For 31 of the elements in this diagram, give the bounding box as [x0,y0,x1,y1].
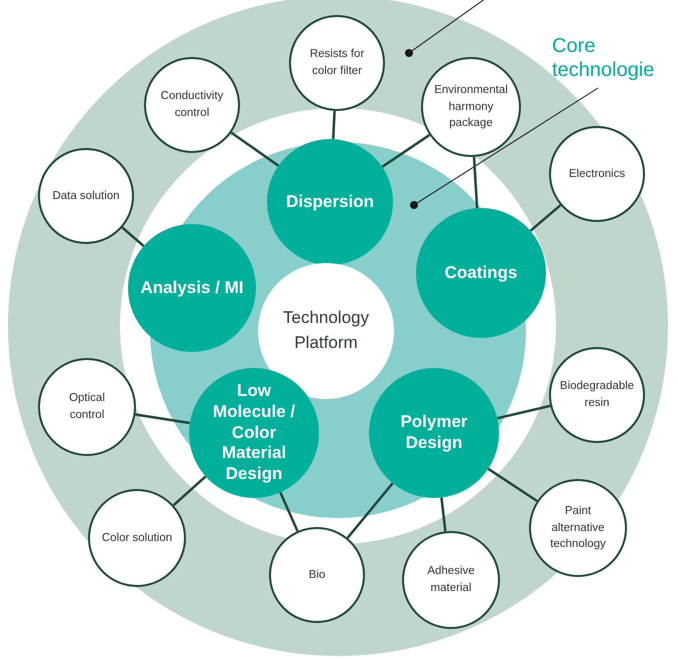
node-label: Polymer Design [399,412,469,454]
connector-line [530,204,562,232]
node-label: Technology Platform [282,307,370,354]
node-label: Adhesive material [426,564,476,596]
connector-line [172,475,206,506]
node-label: Paint alternative technology [549,504,607,552]
node-label: Conductivity control [160,89,224,121]
node-label: Electronics [568,166,626,182]
node-label: Dispersion [286,192,374,212]
node-label: Biodegradable resin [558,379,636,411]
connector-line [497,404,551,420]
node-label: Coatings [444,262,518,284]
node-label: Optical control [68,391,106,423]
node-label: Resists for color filter [308,47,366,79]
node-label: Low Molecule / Color Material Design [212,381,296,485]
connector-line [488,468,538,502]
connector-line [230,132,280,167]
connector-line [279,492,299,532]
connector-line [346,482,394,539]
node-label: Data solution [52,188,120,204]
ring-label: Core technologie [552,34,678,82]
node-label: Environmental harmony package [433,82,509,132]
leader-line [416,88,598,204]
node-label: Color solution [102,530,172,546]
connector-line [121,226,144,247]
node-label: Bio [308,568,326,583]
connector-line [332,110,336,140]
node-label: Analysis / MI [140,278,244,298]
connector-line [382,134,430,168]
connector-line [440,497,447,532]
connector-line [472,156,478,208]
